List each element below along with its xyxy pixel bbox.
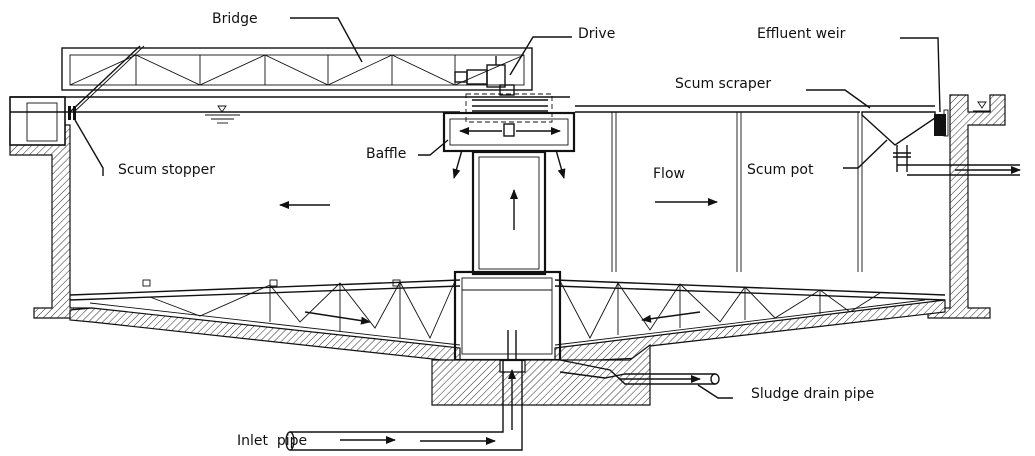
baffle — [442, 111, 576, 179]
foundation — [431, 343, 651, 406]
scum-box-inner — [26, 102, 58, 142]
label-scum-scraper: Scum scraper — [675, 76, 771, 92]
label-drive: Drive — [578, 26, 615, 42]
label-baffle: Baffle — [366, 146, 406, 162]
label-scum-pot: Scum pot — [747, 162, 814, 178]
center-column — [471, 150, 547, 276]
scum-stopper-plate-2 — [73, 106, 76, 120]
label-effluent-weir: Effluent weir — [757, 26, 846, 42]
inlet-pipe — [285, 360, 523, 451]
sludge-scraper-arms — [69, 279, 946, 346]
scum-scraper — [575, 105, 935, 272]
scum-stopper-plate-1 — [68, 106, 71, 120]
center-hopper — [453, 270, 562, 362]
label-sludge-drain-pipe: Sludge drain pipe — [751, 386, 874, 402]
label-inlet-pipe: Inlet pipe — [237, 433, 307, 449]
sludge-drain-pipe — [559, 359, 720, 385]
bridge-truss — [10, 45, 570, 113]
left-wall — [9, 124, 93, 319]
tank-floor — [69, 307, 461, 363]
leader-lines — [74, 17, 941, 444]
label-flow: Flow — [653, 166, 685, 182]
label-bridge: Bridge — [212, 11, 258, 27]
scum-box-left — [9, 96, 66, 146]
drive-unit — [454, 56, 553, 123]
label-scum-stopper: Scum stopper — [118, 162, 215, 178]
effluent-weir — [934, 101, 991, 137]
tank-floor-right — [554, 299, 946, 363]
water-level-mark — [205, 105, 240, 124]
